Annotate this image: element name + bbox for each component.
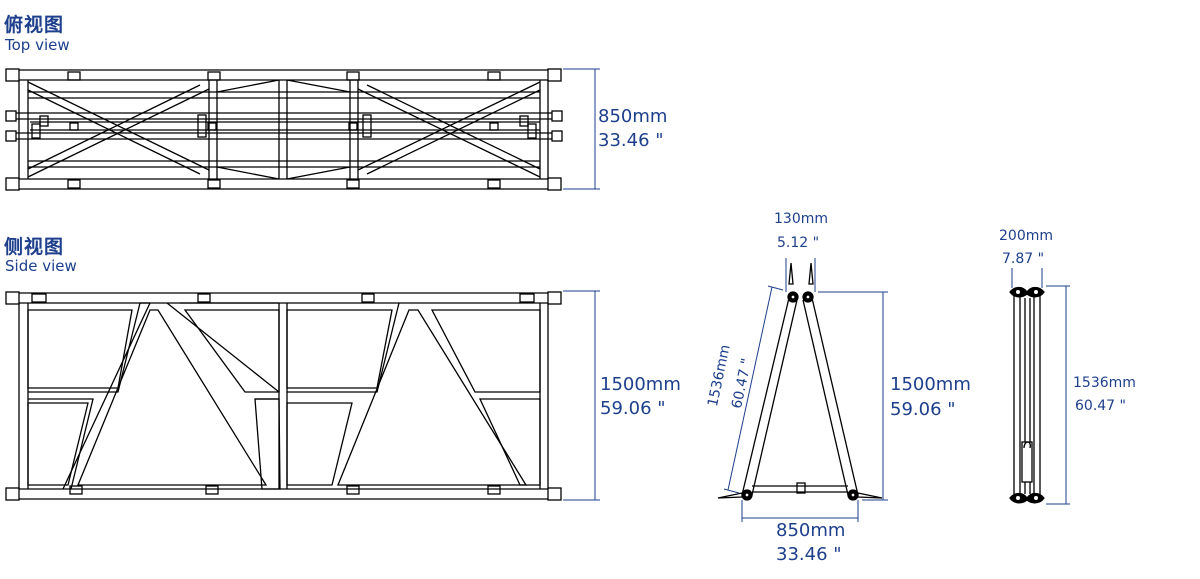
front-view-dimensions	[723, 258, 888, 522]
front-view-base-in: 33.46 "	[776, 544, 842, 565]
top-view-dimension	[563, 68, 600, 190]
side-view-title-en: Side view	[5, 257, 77, 275]
front-view-top-mm: 130mm	[774, 211, 828, 227]
side-view-height-mm: 1500mm	[600, 374, 681, 395]
folded-view-width-mm: 200mm	[999, 228, 1053, 244]
folded-view-height-in: 60.47 "	[1075, 398, 1126, 414]
folded-view-dimensions	[1011, 268, 1070, 505]
front-view-base-mm: 850mm	[776, 520, 846, 541]
front-view-height-mm: 1500mm	[890, 374, 971, 395]
folded-view-width-in: 7.87 "	[1002, 251, 1045, 267]
front-view-height-in: 59.06 "	[890, 399, 956, 420]
side-view-dimension	[563, 290, 600, 501]
folded-view-height-mm: 1536mm	[1073, 375, 1136, 391]
side-view-frame	[5, 291, 562, 501]
top-view-title-en: Top view	[5, 36, 70, 54]
side-view-title-cn: 侧视图	[4, 236, 65, 258]
top-view-width-mm: 850mm	[598, 106, 668, 127]
top-view-frame	[5, 68, 563, 191]
front-view-top-in: 5.12 "	[777, 235, 820, 251]
top-view-width-in: 33.46 "	[598, 130, 664, 151]
front-view-frame	[717, 262, 883, 501]
folded-view-frame	[1009, 286, 1045, 504]
side-view-height-in: 59.06 "	[600, 398, 666, 419]
top-view-title-cn: 俯视图	[4, 14, 65, 36]
